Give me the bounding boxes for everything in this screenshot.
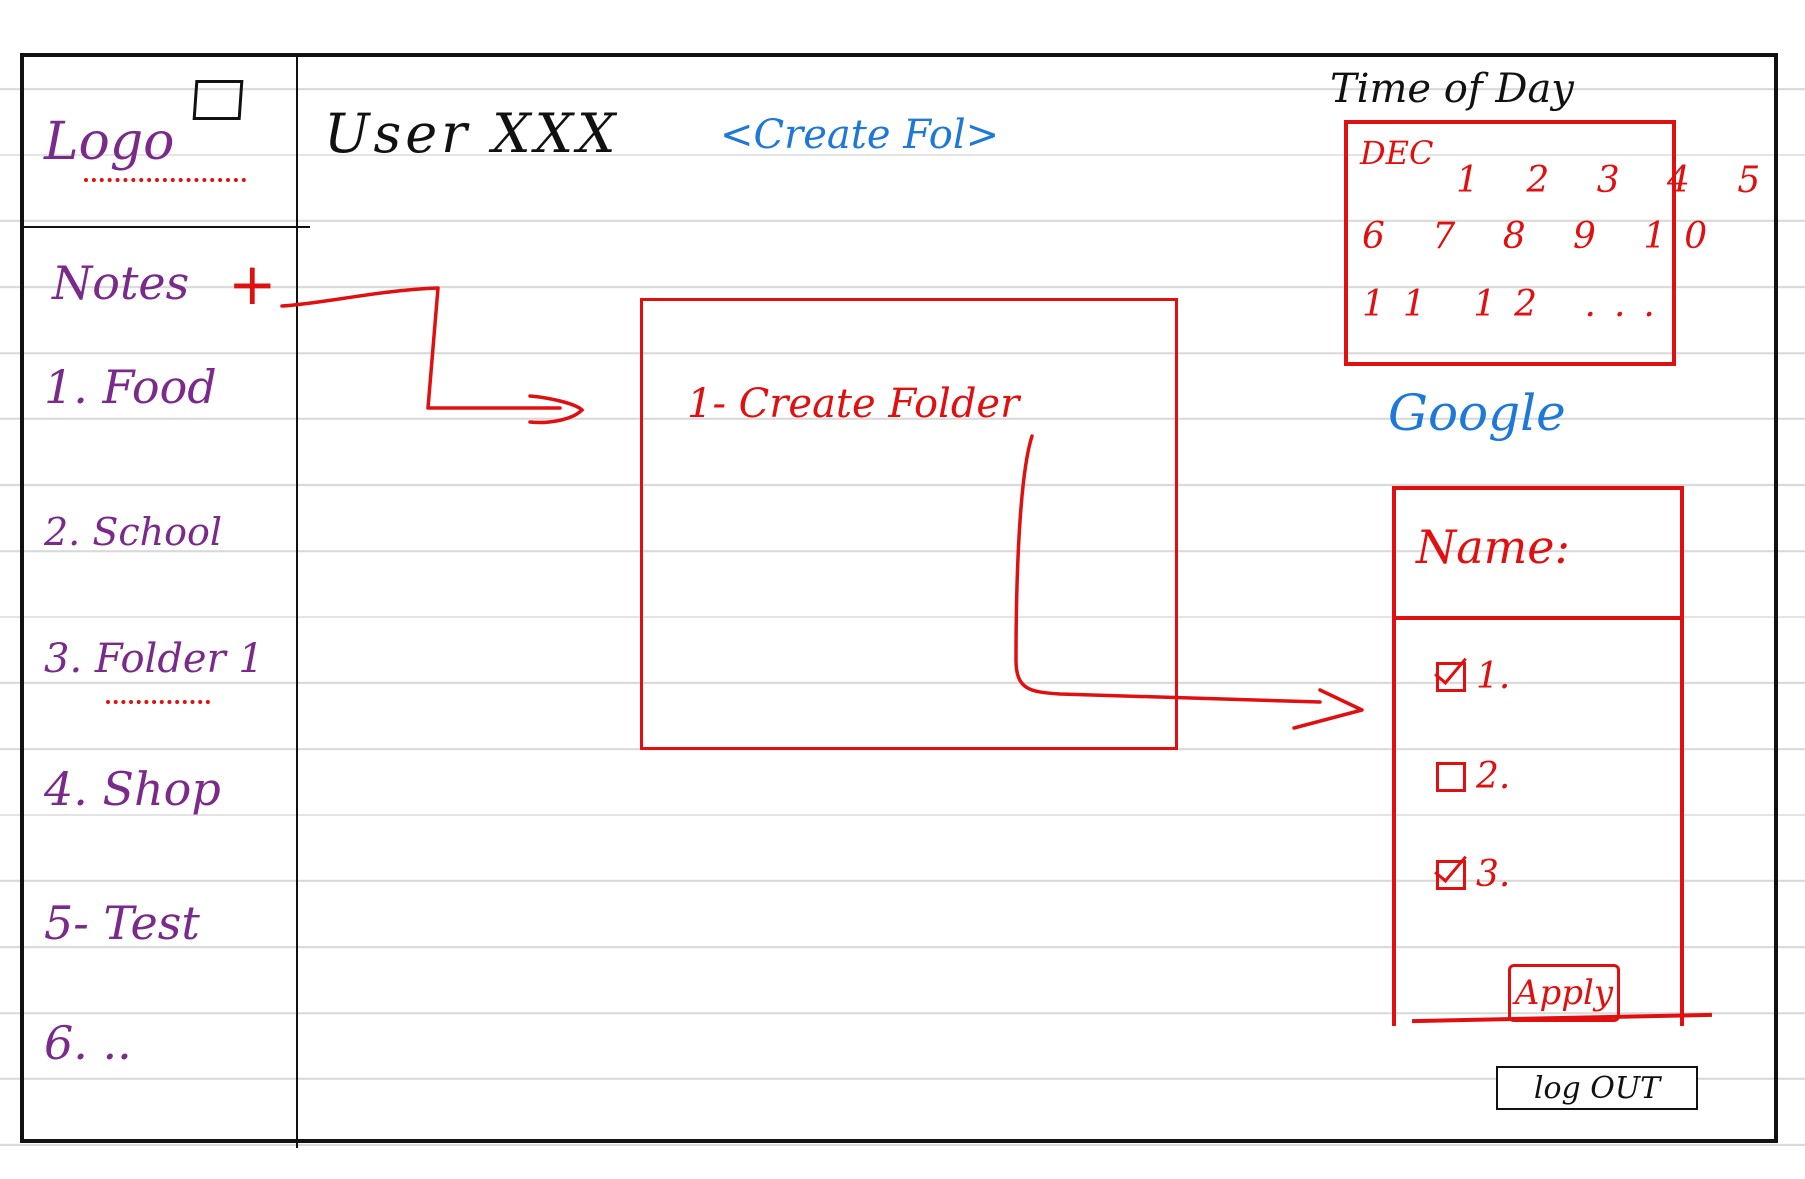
- calendar-row: 11 12 ...: [1362, 284, 1673, 325]
- checkbox-unchecked[interactable]: [1436, 761, 1466, 792]
- arrow-head-icon: [528, 394, 585, 425]
- folder-underline-annotation: [106, 700, 210, 704]
- sidebar-item-more[interactable]: 6. ..: [44, 1016, 132, 1070]
- create-folder-link[interactable]: <Create Fol>: [720, 112, 1000, 158]
- option-label: 1.: [1476, 656, 1511, 697]
- create-folder-title: 1- Create Folder: [687, 381, 1020, 427]
- time-of-day-title: Time of Day: [1330, 66, 1574, 112]
- calendar-month: DEC: [1360, 134, 1434, 172]
- sidebar-divider: [296, 53, 298, 1148]
- option-label: 3.: [1476, 854, 1511, 895]
- calendar-widget: DEC 1 2 3 4 5 6 7 8 9 10 11 12 ...: [1344, 120, 1760, 366]
- sidebar-item-school[interactable]: 2. School: [44, 510, 223, 554]
- notes-title: Notes: [52, 256, 190, 310]
- checkbox-checked[interactable]: [1436, 661, 1466, 692]
- sidebar-item-test[interactable]: 5- Test: [44, 896, 200, 950]
- arrow-notes-to-create-folder: [280, 286, 562, 410]
- option-row-3[interactable]: 3.: [1436, 854, 1510, 895]
- calendar-row: 6 7 8 9 10: [1362, 216, 1726, 257]
- google-link[interactable]: Google: [1388, 384, 1566, 442]
- sidebar-item-folder-1[interactable]: 3. Folder 1: [44, 636, 264, 682]
- calendar-row: 1 2 3 4 5: [1456, 160, 1779, 201]
- user-label: User XXX: [324, 102, 620, 165]
- wireframe-window: [20, 53, 1778, 1143]
- add-note-button[interactable]: +: [228, 250, 277, 318]
- logo: Logo: [44, 112, 175, 172]
- form-divider: [1396, 616, 1684, 620]
- create-folder-panel: 1- Create Folder: [640, 298, 1178, 750]
- logo-divider: [20, 226, 310, 228]
- name-form-panel: Name: 1. 2. 3. Apply: [1392, 486, 1684, 1026]
- option-row-2[interactable]: 2.: [1436, 756, 1510, 797]
- option-label: 2.: [1476, 756, 1511, 797]
- checkbox-checked[interactable]: [1436, 859, 1466, 890]
- logout-button[interactable]: log OUT: [1496, 1066, 1698, 1110]
- sidebar-item-shop[interactable]: 4. Shop: [44, 762, 221, 816]
- logo-underline-annotation: [84, 178, 246, 182]
- arrow-create-folder-to-form: [1014, 434, 1322, 704]
- apply-button[interactable]: Apply: [1508, 964, 1620, 1022]
- arrow-head-icon: [1292, 688, 1364, 730]
- name-label: Name:: [1416, 520, 1571, 574]
- option-row-1[interactable]: 1.: [1436, 656, 1510, 697]
- sidebar-item-food[interactable]: 1. Food: [44, 360, 217, 414]
